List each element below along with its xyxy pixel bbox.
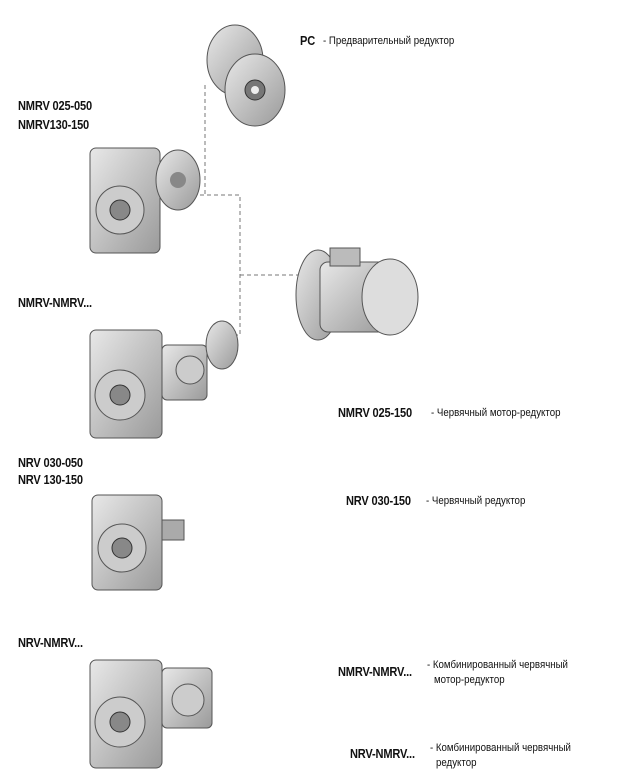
legend-code: NMRV 025-150	[338, 405, 412, 420]
nrv-nmrv-gearbox-image	[89, 659, 213, 769]
pc-desc: - Предварительный редуктор	[323, 35, 455, 47]
pc-prereducer-image	[206, 24, 286, 127]
label-nmrv-130-150: NMRV130-150	[18, 117, 90, 132]
nmrv-gearbox-image	[89, 147, 201, 254]
connector-lines	[200, 85, 300, 336]
legend-code: NMRV-NMRV...	[338, 664, 412, 679]
legend-desc: - Червячный редуктор	[426, 495, 526, 507]
nrv-gearbox-image	[91, 494, 185, 591]
legend-desc-line2: мотор-редуктор	[434, 674, 505, 686]
legend-code: NRV 030-150	[346, 493, 411, 508]
label-nrv-130-150: NRV 130-150	[18, 472, 83, 487]
label-nrv-nmrv: NRV-NMRV...	[18, 635, 83, 650]
legend-desc: - Червячный мотор-редуктор	[431, 407, 561, 419]
electric-motor-image	[295, 247, 419, 341]
legend-desc: - Комбинированный червячный	[427, 659, 568, 671]
label-nmrv-025-050: NMRV 025-050	[18, 98, 92, 113]
nmrv-nmrv-gearbox-image	[89, 320, 239, 439]
legend-desc: - Комбинированный червячный	[430, 742, 571, 754]
legend-code: NRV-NMRV...	[350, 746, 415, 761]
legend-desc-line2: редуктор	[436, 757, 477, 769]
pc-code: PC	[300, 33, 316, 48]
label-nmrv-nmrv: NMRV-NMRV...	[18, 295, 92, 310]
label-nrv-030-050: NRV 030-050	[18, 455, 83, 470]
